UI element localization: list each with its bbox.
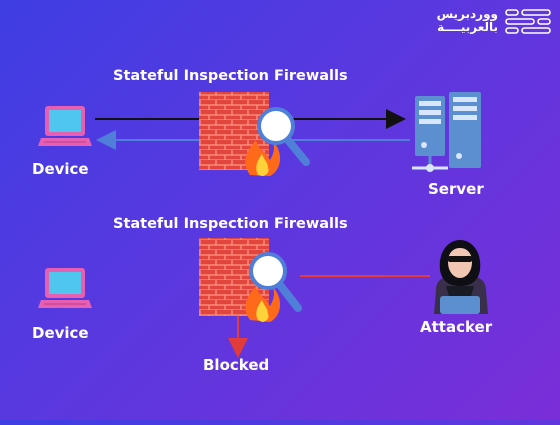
brand-name: ووردبريس بالعربيــــة: [436, 8, 498, 34]
server-label: Server: [428, 180, 484, 198]
brand-line-1: ووردبريس: [436, 7, 498, 21]
attacker-icon: [434, 240, 488, 314]
attacker-label: Attacker: [420, 318, 493, 336]
device-label: Device: [32, 324, 89, 342]
scenario-allowed-title: Stateful Inspection Firewalls: [113, 68, 348, 84]
scenario-blocked-title: Stateful Inspection Firewalls: [113, 216, 348, 232]
magnifier-icon: [249, 252, 302, 312]
laptop-icon: [38, 106, 92, 146]
magnifier-icon: [257, 107, 310, 166]
brand-line-2: بالعربيــــة: [437, 20, 498, 34]
blocked-label: Blocked: [203, 356, 270, 374]
laptop-icon: [38, 268, 92, 308]
server-icon: [412, 92, 481, 172]
firewall-icon: [199, 92, 281, 176]
brand-logo-icon: [505, 9, 551, 34]
device-label: Device: [32, 160, 89, 178]
